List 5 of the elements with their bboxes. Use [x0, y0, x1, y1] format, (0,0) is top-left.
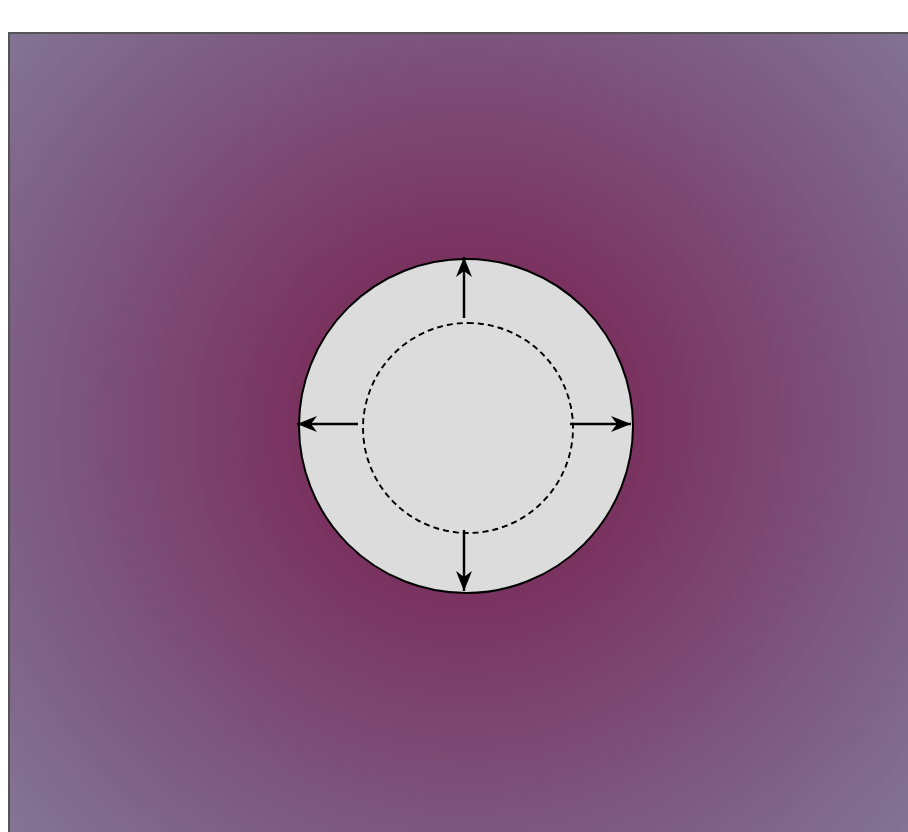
arrow: [297, 416, 358, 432]
arrow: [456, 257, 472, 318]
gradient-panel: [8, 32, 908, 832]
arrow: [456, 530, 472, 591]
arrow: [570, 416, 631, 432]
